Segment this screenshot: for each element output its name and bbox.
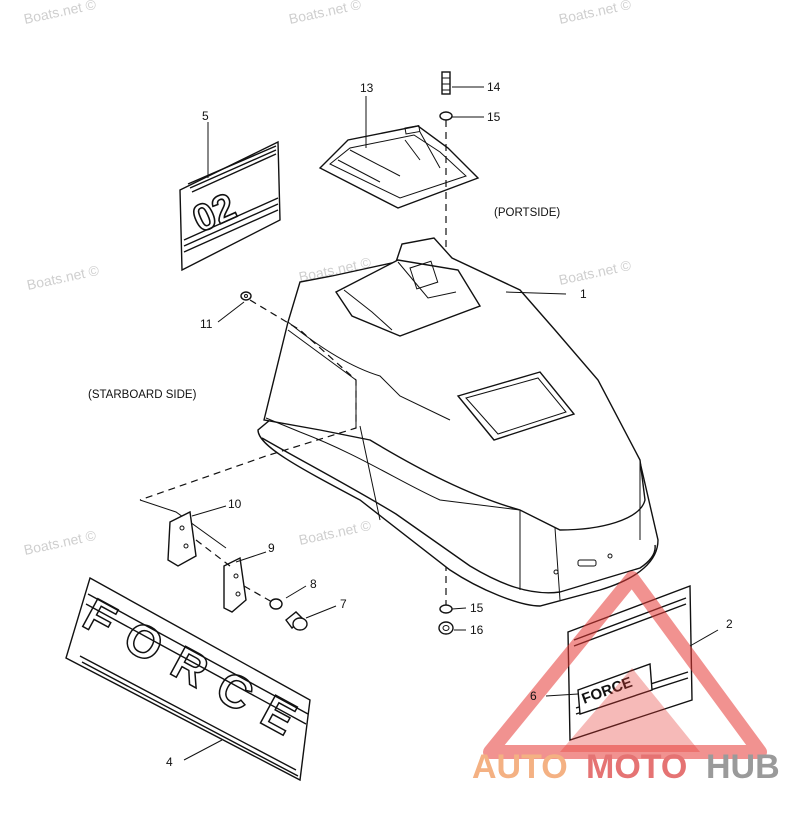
watermark-text: Boats.net © (22, 0, 98, 27)
starboard-side-label: (STARBOARD SIDE) (88, 389, 197, 401)
part-8-washer (269, 598, 283, 610)
label-part-7: 7 (340, 597, 347, 611)
grommet-hole (244, 294, 248, 298)
portside-label: (PORTSIDE) (494, 207, 560, 219)
logo-word-moto: MOTO (586, 748, 687, 786)
watermark-text: Boats.net © (22, 527, 98, 558)
part-7-screw (285, 611, 308, 631)
label-part-11: 11 (200, 317, 213, 331)
part-10-bracket (167, 510, 197, 567)
label-part-9: 9 (268, 541, 275, 555)
assembly-line (139, 499, 227, 549)
fastener-path-line (195, 539, 273, 603)
part-11-grommet (240, 291, 252, 301)
part-16-nut (438, 621, 454, 635)
part-labels: 1 2 4 5 6 7 8 9 10 11 13 14 15 15 16 (166, 80, 733, 769)
label-part-15-bottom: 15 (470, 601, 484, 615)
logo-word-hub: HUB (706, 748, 780, 786)
logo-word-auto: AUTO (472, 748, 568, 786)
watermark-text: Boats.net © (297, 517, 373, 548)
label-part-8: 8 (310, 577, 317, 591)
label-part-2: 2 (726, 617, 733, 631)
leader-lines (183, 86, 719, 761)
part-4-brand-decal: FORCE (65, 576, 321, 782)
part-15-washer-bottom (439, 604, 453, 614)
label-part-13: 13 (360, 81, 374, 95)
watermark-text: Boats.net © (557, 0, 633, 27)
watermark-text: Boats.net © (25, 262, 101, 293)
label-part-4: 4 (166, 755, 173, 769)
part-13-access-cover (318, 124, 480, 209)
part-1-engine-cowl (257, 237, 659, 607)
part-9-clip (223, 556, 247, 613)
label-part-5: 5 (202, 109, 209, 123)
automotohub-logo: AUTO MOTO HUB (472, 571, 780, 786)
part-5-model-decal: 02 (179, 140, 281, 272)
label-part-15-top: 15 (487, 110, 501, 124)
label-part-16: 16 (470, 623, 484, 637)
label-part-14: 14 (487, 80, 501, 94)
assembly-dash-line (139, 299, 357, 501)
label-part-1: 1 (580, 287, 587, 301)
watermark-text: Boats.net © (287, 0, 363, 27)
watermark-text: Boats.net © (557, 257, 633, 288)
part-15-washer-top (439, 111, 453, 121)
label-part-10: 10 (228, 497, 242, 511)
label-part-6: 6 (530, 689, 537, 703)
part-14-bolt (441, 71, 451, 95)
